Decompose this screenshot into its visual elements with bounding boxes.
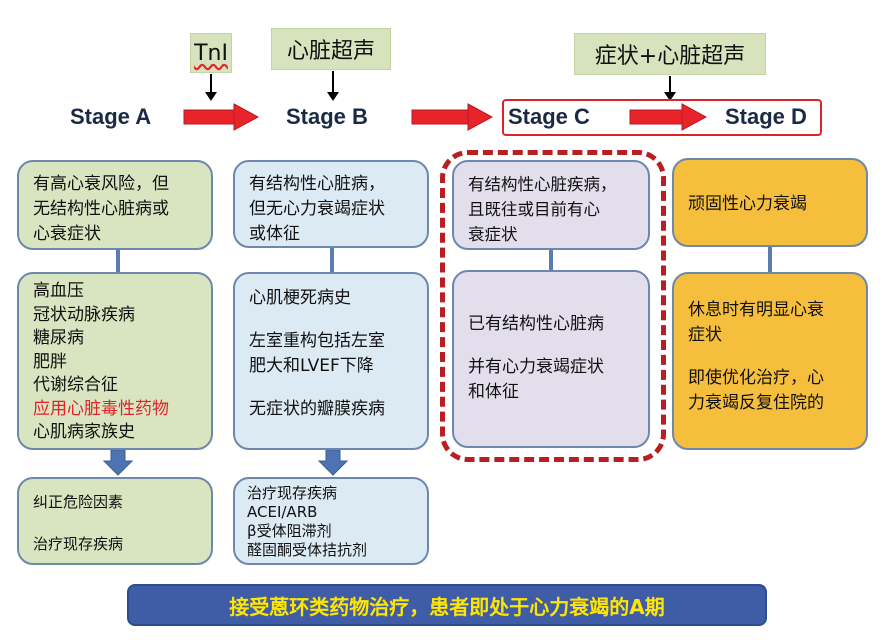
stage-c-definition-line: 且既往或目前有心 — [468, 200, 600, 219]
stage-b-treatment-item: 治疗现存疾病 — [247, 484, 338, 502]
stage-b-definition-line: 有结构性心脏病， — [249, 174, 385, 194]
stage-a-condition-item: 代谢综合征 — [33, 375, 118, 395]
connector-d — [768, 247, 772, 272]
tni-marker: TnI — [190, 33, 232, 73]
stage-a-definition-line: 无结构性心脏病或 — [33, 199, 169, 219]
stage-cd-frame — [502, 99, 822, 136]
stage-d-label: Stage D — [725, 104, 807, 129]
stage-a-treatment-item: 治疗现存疾病 — [33, 535, 124, 553]
stage-b-definition-line: 但无心力衰竭症状 — [249, 199, 385, 219]
stage-c-condition-item: 并有心力衰竭症状 — [468, 357, 604, 377]
stage-b-condition-item: 肥大和LVEF下降 — [249, 356, 374, 376]
stage-b-condition-item: 无症状的瓣膜疾病 — [249, 399, 385, 419]
connector-a — [116, 250, 120, 272]
banner-text: 接受蒽环类药物治疗，患者即处于心力衰竭的A期 — [229, 594, 665, 619]
tni-label: TnI — [194, 40, 228, 66]
stage-c-definition-line: 有结构性心脏疾病， — [468, 175, 617, 194]
stage-c-definition-line: 衰症状 — [468, 225, 518, 244]
stage-b-definition-box: 有结构性心脏病， 但无心力衰竭症状 或体征 — [233, 160, 429, 248]
stage-c-label: Stage C — [508, 104, 590, 129]
stage-a-conditions-box: 高血压 冠状动脉疾病 糖尿病 肥胖 代谢综合征 应用心脏毒性药物 心肌病家族史 — [17, 272, 213, 450]
stage-a-label: Stage A — [70, 104, 152, 129]
stage-d-condition-item: 症状 — [688, 325, 722, 345]
stage-d-definition-line: 顽固性心力衰竭 — [688, 194, 807, 214]
stage-b-treatment-box: 治疗现存疾病 ACEI/ARB β受体阻滞剂 醛固酮受体拮抗剂 — [233, 477, 429, 565]
stage-a-treatment-item: 纠正危险因素 — [33, 493, 124, 511]
down-arrow-icon-tni — [205, 74, 217, 101]
stage-d-definition-box: 顽固性心力衰竭 — [672, 158, 868, 247]
down-arrow-icon-echo — [327, 71, 339, 101]
stage-a-condition-item-highlight: 应用心脏毒性药物 — [33, 398, 169, 419]
stage-c-definition-box: 有结构性心脏疾病， 且既往或目前有心 衰症状 — [452, 160, 650, 250]
stage-b-condition-item: 心肌梗死病史 — [249, 288, 351, 308]
stage-a-condition-item: 冠状动脉疾病 — [33, 304, 135, 325]
stage-arrow-icon-a-b — [183, 103, 260, 131]
stage-b-treatment-item: ACEI/ARB — [247, 503, 318, 521]
connector-c — [549, 250, 553, 270]
stage-b-condition-item: 左室重构包括左室 — [249, 331, 385, 351]
stage-d-condition-item: 休息时有明显心衰 — [688, 300, 824, 320]
stage-a-condition-item: 肥胖 — [33, 351, 67, 372]
anthracycline-banner: 接受蒽环类药物治疗，患者即处于心力衰竭的A期 — [127, 584, 767, 626]
down-block-arrow-icon-a — [103, 450, 133, 476]
stage-a-definition-line: 有高心衰风险，但 — [33, 174, 169, 194]
stage-c-highlight-frame — [440, 150, 666, 462]
stage-a-condition-item: 心肌病家族史 — [33, 422, 135, 442]
stage-d-condition-item: 力衰竭反复住院的 — [688, 393, 824, 413]
stage-c-condition-item: 已有结构性心脏病 — [468, 314, 604, 334]
stage-a-definition-line: 心衰症状 — [33, 224, 101, 244]
stage-c-conditions-box: 已有结构性心脏病 并有心力衰竭症状 和体征 — [452, 270, 650, 448]
stage-d-conditions-box: 休息时有明显心衰 症状 即使优化治疗，心 力衰竭反复住院的 — [672, 272, 868, 450]
stage-b-treatment-item: β受体阻滞剂 — [247, 522, 332, 540]
stage-flow-graphics — [183, 71, 822, 136]
symptom-echo-label: 症状+心脏超声 — [594, 44, 746, 69]
stage-b-treatment-item: 醛固酮受体拮抗剂 — [247, 541, 368, 559]
down-arrow-icon-symptom-echo — [664, 76, 676, 101]
echo-marker: 心脏超声 — [271, 28, 391, 70]
stage-b-conditions-box: 心肌梗死病史 左室重构包括左室 肥大和LVEF下降 无症状的瓣膜疾病 — [233, 272, 429, 450]
stage-arrow-icon-b-c — [411, 103, 494, 131]
symptom-echo-marker: 症状+心脏超声 — [574, 33, 766, 75]
echo-label: 心脏超声 — [286, 39, 375, 64]
stage-b-definition-line: 或体征 — [249, 224, 300, 244]
stage-a-definition-box: 有高心衰风险，但 无结构性心脏病或 心衰症状 — [17, 160, 213, 250]
down-block-arrow-icon-b — [318, 450, 348, 476]
stage-c-condition-item: 和体征 — [468, 382, 519, 402]
stage-arrow-icon-c-d — [629, 103, 708, 131]
connector-b — [330, 248, 334, 272]
stage-a-condition-item: 高血压 — [33, 281, 84, 301]
stage-d-condition-item: 即使优化治疗，心 — [688, 368, 824, 388]
stage-b-label: Stage B — [286, 104, 368, 129]
stage-a-condition-item: 糖尿病 — [33, 328, 84, 348]
stage-a-treatment-box: 纠正危险因素 治疗现存疾病 — [17, 477, 213, 565]
